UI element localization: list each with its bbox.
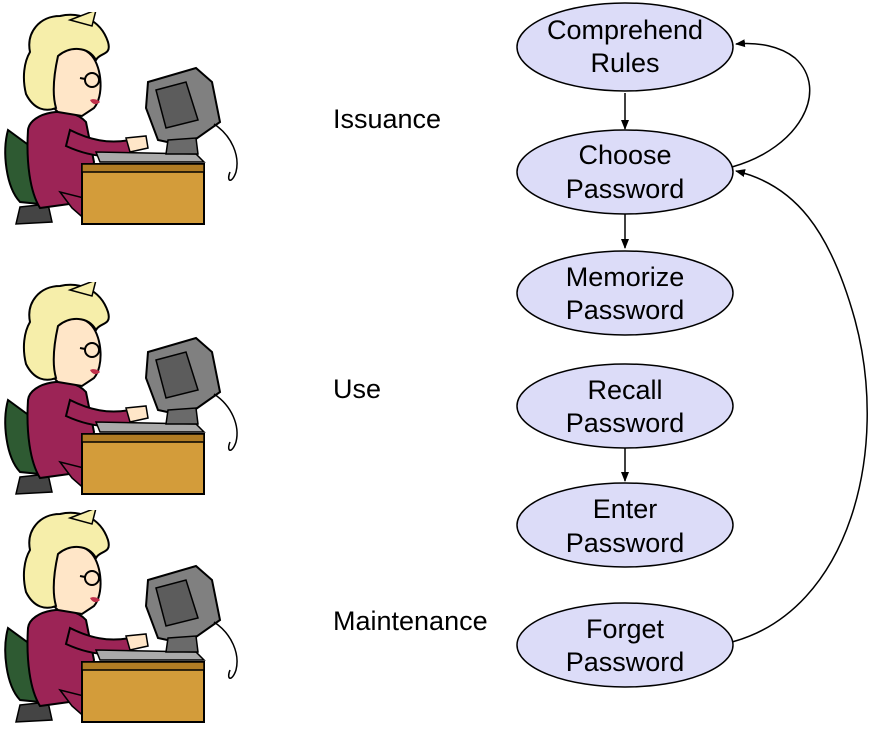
node-forget-line1: Forget [586, 614, 665, 644]
node-forget-password: Forget Password [516, 602, 734, 688]
node-enter-line2: Password [566, 528, 685, 558]
stage-label-maintenance: Maintenance [333, 606, 488, 636]
node-enter-password: Enter Password [516, 482, 734, 568]
node-choose-password: Choose Password [516, 129, 734, 215]
node-recall-line1: Recall [587, 375, 662, 405]
node-comprehend-line1: Comprehend [547, 15, 703, 45]
node-choose-line1: Choose [578, 140, 671, 170]
node-recall-line2: Password [566, 408, 685, 438]
node-memorize-password: Memorize Password [516, 250, 734, 336]
arrow-forget-back-to-choose [731, 169, 868, 643]
node-memorize-line1: Memorize [566, 262, 685, 292]
node-memorize-line2: Password [566, 295, 685, 325]
node-comprehend-rules: Comprehend Rules [516, 2, 734, 92]
node-recall-password: Recall Password [516, 363, 734, 449]
stage-label-use: Use [333, 374, 382, 404]
node-enter-line1: Enter [593, 494, 658, 524]
woman-at-computer-icon [4, 282, 238, 495]
arrow-choose-back-to-comprehend [731, 39, 811, 168]
stage-label-issuance: Issuance [333, 104, 442, 134]
woman-at-computer-icon [4, 510, 238, 723]
node-comprehend-line2: Rules [590, 48, 659, 78]
node-choose-line2: Password [566, 174, 685, 204]
woman-at-computer-icon [4, 12, 238, 225]
node-forget-line2: Password [566, 647, 685, 677]
